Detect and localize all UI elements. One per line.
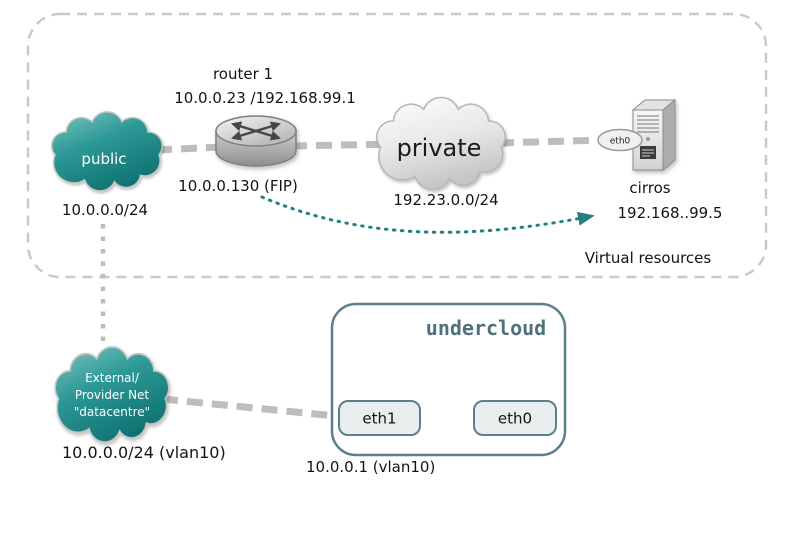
fip-nat-arrow: [260, 195, 595, 234]
router-icon: [215, 115, 297, 167]
router-name-label: router 1: [213, 65, 273, 83]
private-subnet-label: 192.23.0.0/24: [393, 191, 498, 209]
router-fip-label: 10.0.0.130 (FIP): [178, 177, 298, 195]
server-power-button-icon: [646, 137, 650, 141]
vm-ip-label: 192.168..99.5: [618, 204, 723, 222]
link-public-router: [155, 143, 222, 154]
router-addresses-label: 10.0.0.23 /192.168.99.1: [174, 89, 356, 107]
vm-eth0-port-label: eth0: [610, 137, 631, 147]
private-cloud-label: private: [397, 134, 482, 162]
undercloud-ip-label: 10.0.0.1 (vlan10): [306, 458, 435, 476]
server-vents-icon: [637, 115, 659, 133]
undercloud-title: undercloud: [426, 316, 546, 340]
public-cloud-label: public: [81, 150, 126, 168]
vm-name-label: cirros: [629, 179, 670, 197]
server-icon: [631, 98, 677, 172]
provider-cloud-line2: Provider Net: [75, 388, 150, 402]
vm-eth0-port-badge: eth0: [597, 128, 643, 152]
undercloud-eth0-label: eth0: [498, 410, 532, 428]
link-private-eth0: [497, 136, 607, 147]
virtual-resources-label: Virtual resources: [585, 249, 712, 267]
link-provider-eth1: [161, 395, 337, 420]
public-subnet-label: 10.0.0.0/24: [62, 201, 148, 219]
provider-cloud-line1: External/: [85, 371, 140, 385]
router-arrows-icon: [231, 121, 281, 141]
undercloud-node: undercloud eth1 eth0: [330, 302, 567, 457]
undercloud-eth1-label: eth1: [362, 410, 396, 428]
provider-subnet-label: 10.0.0.0/24 (vlan10): [62, 443, 226, 462]
undercloud-eth0-port: [473, 400, 557, 436]
undercloud-eth1-port: [338, 400, 421, 436]
provider-cloud-line3: "datacentre": [74, 405, 150, 419]
